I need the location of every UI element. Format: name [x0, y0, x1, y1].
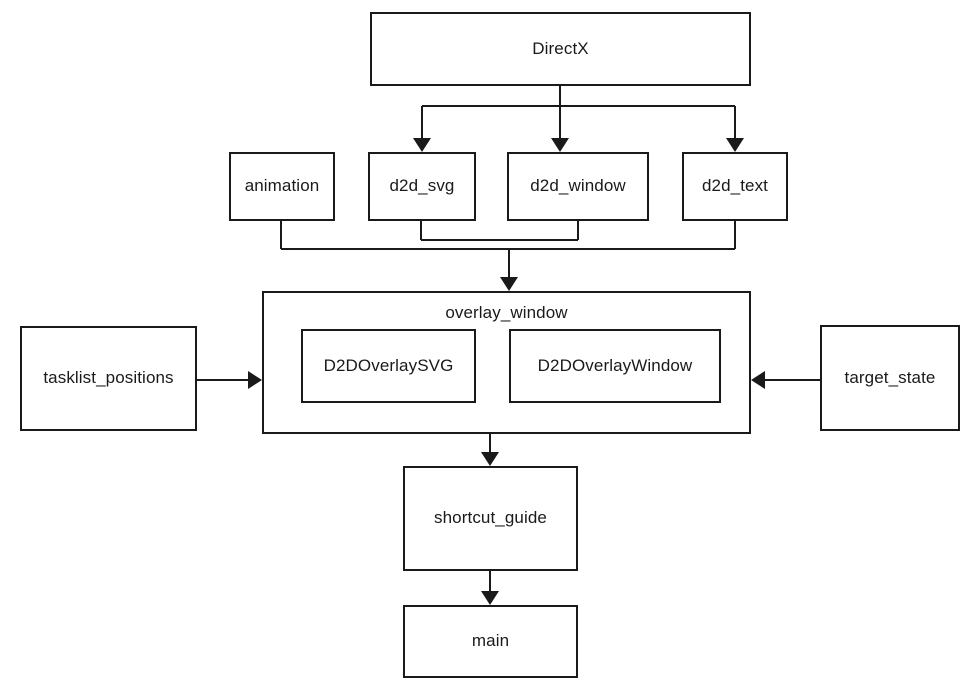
node-overlay-window[interactable]: overlay_window D2DOverlaySVG D2DOverlayW… — [262, 291, 751, 434]
edge-directx-to-row2 — [420, 86, 737, 140]
node-d2doverlaywindow-label: D2DOverlayWindow — [537, 355, 693, 375]
arrowhead-target-state-to-overlay — [751, 371, 765, 389]
node-overlay-window-label: overlay_window — [445, 303, 568, 322]
node-d2doverlaysvg[interactable]: D2DOverlaySVG — [301, 329, 476, 403]
node-shortcut-guide[interactable]: shortcut_guide — [403, 466, 578, 571]
arrowhead-to-shortcut-guide — [481, 452, 499, 466]
arrowhead-to-d2d-text — [726, 138, 744, 152]
node-d2d-text[interactable]: d2d_text — [682, 152, 788, 221]
node-d2d-svg-label: d2d_svg — [389, 176, 455, 196]
node-d2doverlaywindow[interactable]: D2DOverlayWindow — [509, 329, 721, 403]
node-tasklist-positions[interactable]: tasklist_positions — [20, 326, 197, 431]
node-main-label: main — [471, 631, 510, 651]
arrowhead-to-d2d-svg — [413, 138, 431, 152]
arrowhead-to-d2d-window — [551, 138, 569, 152]
node-d2d-window-label: d2d_window — [530, 176, 626, 196]
node-shortcut-guide-label: shortcut_guide — [434, 508, 547, 528]
node-target-state-label: target_state — [844, 367, 936, 387]
node-directx[interactable]: DirectX — [370, 12, 751, 86]
arrowhead-tasklist-to-overlay — [248, 371, 262, 389]
node-target-state[interactable]: target_state — [820, 325, 960, 431]
node-d2d-text-label: d2d_text — [701, 176, 769, 196]
node-animation-label: animation — [244, 176, 320, 196]
node-d2d-window[interactable]: d2d_window — [507, 152, 649, 221]
arrowhead-to-overlay-window — [500, 277, 518, 291]
node-main[interactable]: main — [403, 605, 578, 678]
node-animation[interactable]: animation — [229, 152, 335, 221]
arrowhead-to-main — [481, 591, 499, 605]
edge-row2-to-overlay-window — [279, 221, 737, 279]
node-d2d-svg[interactable]: d2d_svg — [368, 152, 476, 221]
node-d2doverlaysvg-label: D2DOverlaySVG — [323, 355, 454, 375]
node-directx-label: DirectX — [532, 38, 589, 58]
node-tasklist-positions-label: tasklist_positions — [43, 368, 174, 388]
